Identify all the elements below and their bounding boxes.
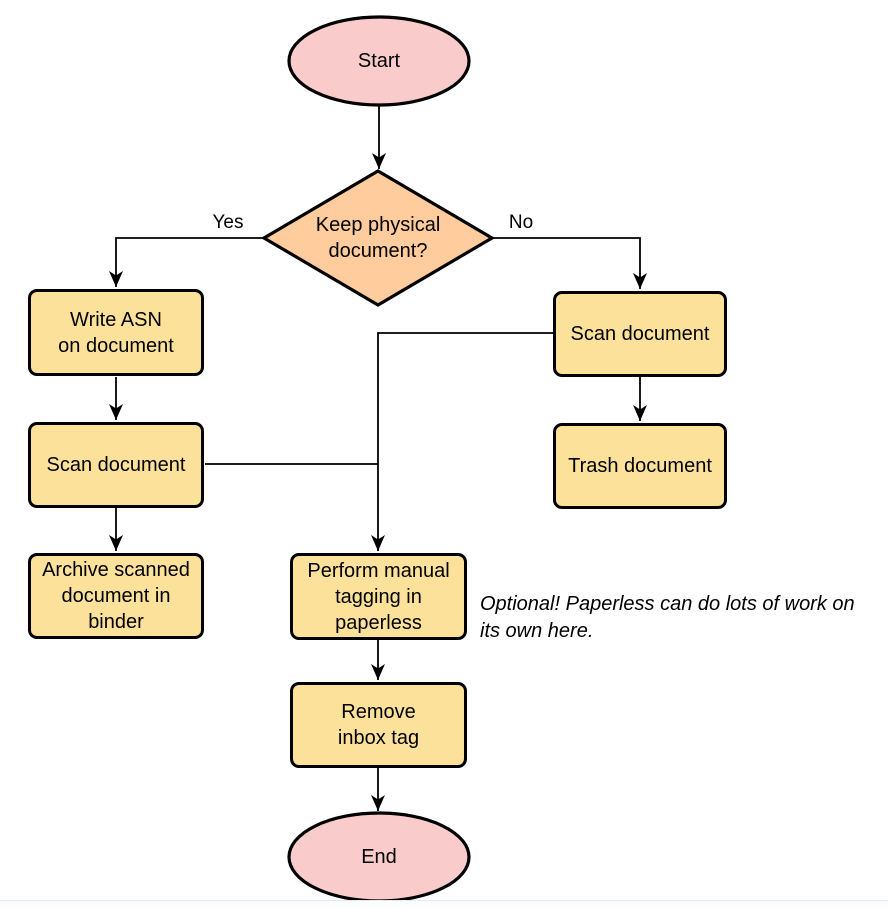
process-trash-document: Trash document <box>553 423 727 509</box>
decision-diamond-shape <box>260 169 496 307</box>
process-scan-document-right: Scan document <box>553 291 727 377</box>
process-manual-tagging: Perform manual tagging in paperless <box>290 553 467 640</box>
bottom-divider <box>0 900 888 901</box>
process-remove-inbox-tag: Remove inbox tag <box>290 682 467 768</box>
start-terminal-shape <box>287 15 471 107</box>
edge-decision-no-to-scan-right <box>492 237 647 289</box>
process-write-asn: Write ASN on document <box>28 289 204 376</box>
edge-decision-yes-to-write-asn <box>109 237 264 287</box>
decision-node-label: Keep physical document? <box>315 214 441 262</box>
end-node-label: End <box>361 846 397 868</box>
edge-label-yes: Yes <box>212 212 244 233</box>
process-archive-scanned-document: Archive scanned document in binder <box>28 553 204 639</box>
start-node-label: Start <box>357 50 401 72</box>
optional-note: Optional! Paperless can do lots of work … <box>480 593 855 642</box>
edge-label-no: No <box>508 212 534 233</box>
edge-scan-right-to-tagging <box>371 332 553 551</box>
bottom-strip <box>0 901 888 907</box>
process-scan-document-left: Scan document <box>28 422 204 508</box>
